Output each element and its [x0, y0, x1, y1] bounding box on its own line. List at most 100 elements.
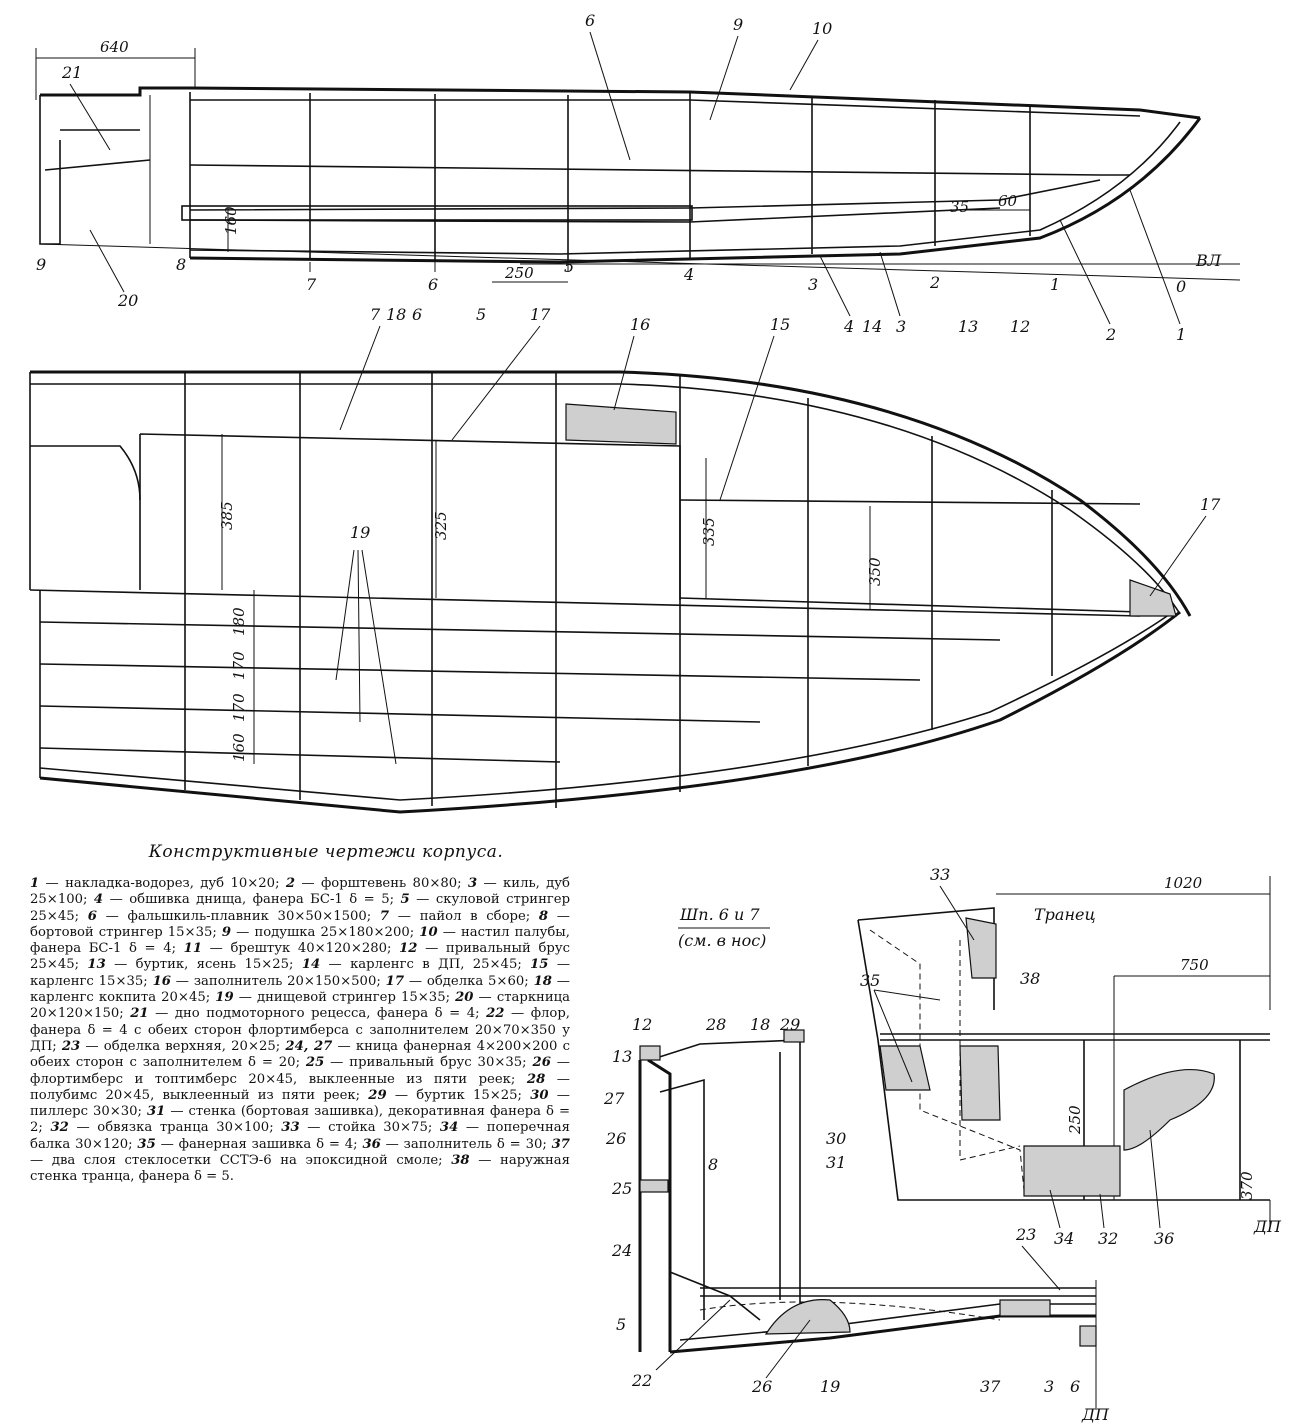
- legend-number: 7: [379, 908, 390, 924]
- legend-text: — скуловой стрингер 25×45;: [30, 892, 571, 924]
- legend: 1 — накладка-водорез, дуб 10×20; 2 — фор…: [30, 876, 570, 1186]
- legend-item: 11 — брештук 40×120×280;: [184, 941, 399, 956]
- legend-item: 4 — обшивка днища, фанера БС-1 δ = 5;: [94, 892, 401, 907]
- legend-item: 28 — полубимс 20×45, выклеенный из пяти …: [30, 1072, 570, 1103]
- legend-text: — карленгс в ДП, 25×45;: [320, 957, 531, 973]
- sec-label-18: 18: [750, 1015, 770, 1034]
- sec-label-19: 19: [820, 1377, 840, 1396]
- legend-text: — дно подмоторного рецесса, фанера δ = 4…: [148, 1006, 487, 1022]
- legend-number: 4: [93, 892, 104, 908]
- legend-number: 34: [439, 1120, 459, 1136]
- legend-item: 21 — дно подмоторного рецесса, фанера δ …: [130, 1006, 486, 1021]
- label-3: 3: [896, 317, 906, 336]
- label-21: 21: [61, 63, 82, 82]
- legend-item: 10 — настил палубы, фанера БС-1 δ = 4;: [30, 925, 570, 956]
- legend-item: 25 — привальный брус 30×35;: [306, 1055, 533, 1070]
- legend-text: — карленгс кокпита 20×45;: [30, 973, 570, 1006]
- legend-number: 13: [87, 957, 106, 973]
- legend-text: — обделка 5×60;: [404, 973, 534, 989]
- legend-item: 31 — стенка (бортовая зашивка), декорати…: [30, 1104, 570, 1135]
- sec-label-29: 29: [779, 1015, 800, 1034]
- legend-text: — форштевень 80×80;: [295, 876, 468, 891]
- legend-text: — заполнитель 20×150×500;: [170, 973, 386, 989]
- legend-number: 29: [368, 1087, 387, 1103]
- legend-number: 32: [50, 1120, 69, 1136]
- legend-number: 38: [451, 1153, 470, 1169]
- legend-text: — настил палубы, фанера БС-1 δ = 4;: [30, 924, 570, 957]
- legend-number: 36: [362, 1136, 381, 1152]
- dim-160: 160: [222, 206, 240, 235]
- legend-number: 19: [215, 990, 234, 1006]
- label-17-plan: 17: [1200, 495, 1221, 514]
- label-14: 14: [862, 317, 882, 336]
- profile-view: 640 160 250 35 60 6 9 10 21 9 20 8 7 6 5…: [35, 11, 1241, 344]
- sec-label-25: 25: [611, 1179, 632, 1198]
- legend-text: — два слоя стеклосетки ССТЭ-6 на эпоксид…: [30, 1153, 452, 1169]
- legend-text: — кница фанерная 4×200×200 с обеих сторо…: [30, 1038, 571, 1071]
- label-2: 2: [1105, 325, 1116, 344]
- legend-text: — стойка 30×75;: [299, 1120, 440, 1136]
- station-3: 3: [808, 275, 818, 294]
- legend-number: 28: [526, 1071, 546, 1087]
- label-16: 16: [630, 315, 650, 334]
- sec-label-13: 13: [612, 1047, 632, 1066]
- legend-item: 35 — фанерная зашивка δ = 4;: [137, 1137, 362, 1152]
- dim-385: 385: [218, 501, 236, 530]
- legend-number: 12: [399, 941, 418, 957]
- legend-item: 19 — днищевой стрингер 15×35;: [215, 990, 455, 1005]
- tr-label-33: 33: [930, 865, 950, 884]
- legend-item: 38 — наружная стенка транца, фанера δ = …: [30, 1153, 570, 1184]
- sec-label-3: 3: [1044, 1377, 1054, 1396]
- legend-text: — пайол в сборе;: [389, 908, 539, 924]
- station-ticks: [309, 262, 569, 272]
- legend-number: 10: [419, 924, 438, 940]
- legend-number: 33: [281, 1120, 300, 1136]
- legend-number: 9: [221, 924, 232, 940]
- frame-section: Шп. 6 и 7 (см. в нос) ДП 12 28 18 29 13 …: [603, 905, 1110, 1424]
- legend-number: 30: [530, 1087, 549, 1103]
- legend-item: 16 — заполнитель 20×150×500;: [153, 974, 386, 989]
- station-2: 2: [929, 273, 940, 292]
- legend-text: — обвязка транца 30×100;: [68, 1120, 282, 1136]
- label-5: 5: [476, 305, 486, 324]
- legend-item: 33 — стойка 30×75;: [281, 1120, 440, 1135]
- section-title-2: (см. в нос): [678, 931, 766, 950]
- legend-text: — наружная стенка транца, фанера δ = 5.: [30, 1153, 570, 1185]
- legend-item: 29 — буртик 15×25;: [368, 1088, 530, 1103]
- dim-60: 60: [998, 192, 1018, 210]
- legend-number: 18: [533, 973, 552, 989]
- legend-item: 23 — обделка верхняя, 20×25;: [62, 1039, 286, 1054]
- label-17: 17: [530, 305, 551, 324]
- transom-detail: 1020 Транец 750 250 370 ДП 33 35: [857, 865, 1282, 1248]
- sec-label-8: 8: [708, 1155, 718, 1174]
- label-9-left: 9: [36, 255, 46, 274]
- legend-text: — буртик 15×25;: [386, 1087, 531, 1103]
- legend-number: 2: [285, 876, 296, 891]
- dim-170b: 170: [230, 693, 248, 722]
- label-8-left: 8: [176, 255, 186, 274]
- dim-1020: 1020: [1164, 874, 1203, 892]
- station-1: 1: [1050, 275, 1060, 294]
- legend-item: 1 — накладка-водорез, дуб 10×20;: [30, 876, 286, 891]
- dim-180: 180: [230, 607, 248, 636]
- legend-item: 13 — буртик, ясень 15×25;: [87, 957, 301, 972]
- dim-335: 335: [700, 517, 718, 546]
- legend-number: 6: [87, 908, 97, 924]
- legend-number: 25: [305, 1055, 325, 1071]
- legend-item: 3 — киль, дуб 25×100;: [30, 876, 570, 907]
- legend-item: 26 — флортимберс и топтимберс 20×45, вык…: [30, 1055, 570, 1086]
- legend-number: 17: [385, 973, 404, 989]
- legend-text: — днищевой стрингер 15×35;: [233, 990, 456, 1006]
- profile-frames: [189, 92, 1031, 262]
- legend-item: 37 — два слоя стеклосетки ССТЭ-6 на эпок…: [30, 1137, 570, 1168]
- legend-item: 7 — пайол в сборе;: [380, 909, 539, 924]
- legend-item: 17 — обделка 5×60;: [386, 974, 534, 989]
- dim-250-transom: 250: [1066, 1105, 1084, 1135]
- tr-label-32: 32: [1098, 1229, 1118, 1248]
- legend-text: — флор, фанера δ = 4 с обеих сторон флор…: [30, 1006, 571, 1054]
- legend-text: — фанерная зашивка δ = 4;: [155, 1136, 363, 1152]
- tr-label-34: 34: [1054, 1229, 1074, 1248]
- bottom-stringers: [39, 621, 1001, 763]
- tr-label-36: 36: [1154, 1229, 1174, 1248]
